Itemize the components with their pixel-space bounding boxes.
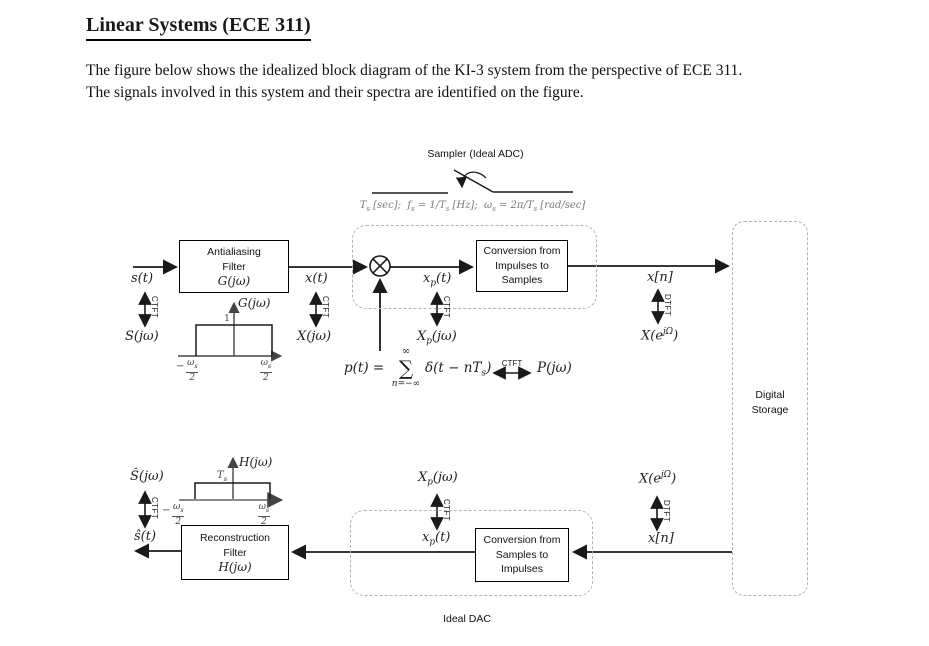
reconstruction-math: H(jω) — [218, 560, 252, 574]
g-pos-num: ωs — [260, 358, 272, 370]
signal-s-hat-t: ŝ(t) — [134, 529, 157, 544]
g-neg-den: 2 — [186, 371, 199, 383]
h-neg-num: ωs — [172, 502, 184, 514]
signal-X-ejOmega-bottom: X(ejΩ) — [639, 470, 677, 487]
g-neg-num: ωs — [186, 358, 198, 370]
ctft-label-xp: CTFT — [442, 296, 451, 319]
sigma-symbol: ∑ — [398, 356, 414, 380]
i2s-line3: Samples — [501, 274, 543, 287]
antialiasing-line2: Filter — [222, 260, 246, 273]
g-pos-den: 2 — [260, 371, 272, 383]
s2i-line2: Samples to — [495, 548, 549, 561]
equation-rhs: P(jω) — [537, 360, 572, 376]
g-plot-peak-label: 1 — [224, 313, 231, 324]
equation-ctft-label: CTFT — [501, 359, 523, 368]
ctft-label-shat: CTFT — [150, 497, 159, 520]
ctft-label-x: CTFT — [321, 296, 330, 319]
sum-upper-limit: ∞ — [401, 346, 411, 357]
intro-paragraph-line2: The signals involved in this system and … — [86, 84, 584, 101]
h-plot-axis-label: H(jω) — [239, 455, 273, 469]
forward-path-lines — [133, 258, 731, 351]
dtft-label-xn: DTFT — [663, 294, 672, 317]
digital-storage-line1: Digital — [755, 389, 785, 401]
h-neg-minus: − — [162, 505, 171, 516]
s2i-line3: Impulses — [500, 563, 543, 576]
signal-x-n: x[n] — [647, 270, 673, 285]
signal-S-jw: S(jω) — [125, 329, 159, 344]
antialiasing-line1: Antialiasing — [207, 246, 261, 258]
equation-sum: ∞ ∑ n=−∞ — [390, 346, 422, 390]
s2i-line1: Conversion from — [483, 534, 561, 547]
h-plot-peak-label: Ts — [217, 470, 228, 483]
sampling-formula: Ts [sec]; fs = 1/Ts [Hz]; ωs = 2π/Ts [ra… — [359, 200, 586, 213]
ctft-label-xp-bottom: CTFT — [442, 499, 451, 522]
sampler-title: Sampler (Ideal ADC) — [427, 148, 524, 160]
i2s-line1: Conversion from — [483, 245, 561, 258]
transform-arrows — [138, 288, 665, 532]
h-neg-den: 2 — [172, 515, 185, 527]
signal-X-ejOmega: X(ejΩ) — [641, 327, 679, 344]
page-title: Linear Systems (ECE 311) — [86, 14, 311, 41]
equation-lhs: p(t) = — [344, 360, 385, 376]
reconstruction-line1: Reconstruction — [199, 532, 271, 544]
intro-paragraph-line1: The figure below shows the idealized blo… — [86, 62, 743, 79]
digital-storage-region — [732, 221, 808, 596]
intro-paragraph: The figure below shows the idealized blo… — [86, 60, 916, 104]
equation-term: δ(t − nTs) — [425, 360, 492, 379]
dtft-label-xn-bottom: DTFT — [662, 500, 671, 523]
return-path-lines — [133, 543, 732, 560]
digital-storage-label: Digital Storage — [732, 388, 808, 418]
signal-x-t: x(t) — [305, 271, 328, 286]
ideal-dac-label: Ideal DAC — [443, 613, 491, 625]
g-filter-plot — [178, 301, 283, 362]
g-plot-axis-label: G(jω) — [238, 296, 271, 310]
signal-xp-t-bottom: xp(t) — [422, 530, 451, 548]
impulses-to-samples-block: Conversion from Impulses to Samples — [476, 240, 568, 292]
sampler-region — [352, 225, 597, 309]
signal-xp-t: xp(t) — [423, 271, 452, 289]
signal-x-n-bottom: x[n] — [648, 531, 674, 546]
multiplier-icon — [369, 255, 391, 277]
g-neg-minus: − — [176, 361, 185, 372]
sum-lower-limit: n=−∞ — [391, 379, 421, 389]
reconstruction-line2: Filter — [223, 546, 247, 559]
signal-s-t: s(t) — [131, 271, 154, 286]
switch-icon — [372, 169, 573, 194]
signal-Xp-jw-bottom: Xp(jω) — [418, 470, 458, 488]
antialiasing-filter-block: Antialiasing Filter G(jω) — [179, 240, 289, 293]
signal-s-hat-jw: Ŝ(jω) — [130, 469, 164, 484]
ideal-dac-region — [350, 510, 593, 596]
reconstruction-filter-block: Reconstruction Filter H(jω) — [181, 525, 289, 580]
h-pos-num: ωs — [258, 502, 270, 514]
digital-storage-line2: Storage — [751, 404, 789, 416]
signal-Xp-jw: Xp(jω) — [417, 329, 457, 347]
i2s-line2: Impulses to — [495, 259, 549, 272]
signal-X-jw: X(jω) — [297, 329, 332, 344]
antialiasing-math: G(jω) — [217, 274, 251, 288]
h-filter-plot — [179, 456, 284, 508]
ctft-label-s: CTFT — [150, 296, 159, 319]
samples-to-impulses-block: Conversion from Samples to Impulses — [475, 528, 569, 582]
h-pos-den: 2 — [258, 515, 270, 527]
